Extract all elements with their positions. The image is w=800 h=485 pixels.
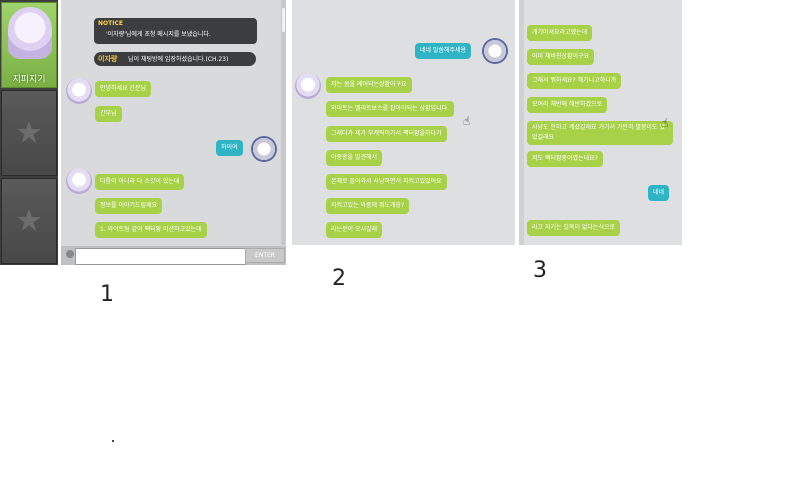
message-bubble: 저는 몸을 케어되는상황이구요 <box>326 77 412 93</box>
message-bubble: 본체로 들어와서 사냥하면서 지켜고있었어요 <box>326 174 447 190</box>
message-bubble-mine: 네네 말씀해주세용 <box>415 43 472 59</box>
message-bubble: 1. 와이트팀 같이 팩터황 미션하고있는데 <box>95 222 207 238</box>
message-bubble: 그래다가 제가 부캐릭이가서 팩터황을하다가 <box>326 126 447 142</box>
panel-label-1: 1 <box>100 282 114 307</box>
message-bubble: 안녕하세요 간분님 <box>95 81 152 97</box>
my-avatar <box>482 38 508 64</box>
enter-notification: 이자량 님이 채팅방에 입장하셨습니다.(CH.23) <box>94 52 256 66</box>
chat-window-3: 개기마셔요라고했는데 이미 채바친상황이구요 그래서 뭐하세요? 해가니고하니까… <box>519 0 682 245</box>
message-bubble: 개기마셔요라고했는데 <box>527 25 593 41</box>
message-bubble: 정보를 이야기드릴께요 <box>95 198 163 214</box>
hand-cursor-icon: ☝ <box>463 114 471 128</box>
enter-text: 님이 채팅방에 입장하셨습니다.(CH.23) <box>128 56 229 63</box>
sidebar-slot-label: 지피지기 <box>12 75 46 85</box>
panel-label-3: 3 <box>533 258 547 283</box>
message-bubble: 모여라 채반해 해반하겠으로 <box>527 97 608 113</box>
message-bubble: 이미 채바친상황이구요 <box>527 49 595 65</box>
hand-cursor-icon: ☝ <box>661 116 669 130</box>
chat-window-2: 네네 말씀해주세용 저는 몸을 케어되는상황이구요 와이트는 벨리트보스를 잡아… <box>292 0 515 245</box>
message-bubble-mine: 네네 <box>648 185 670 201</box>
notice-tag: NOTICE <box>98 20 123 27</box>
message-bubble: 라고 자기는 길목이 없다는식으로 <box>527 220 621 236</box>
notice-box: NOTICE '이자량'님에게 초청 메시지를 보냈습니다. <box>94 18 257 44</box>
stray-dot <box>112 440 114 442</box>
sidebar-slot-empty-2[interactable]: ★ <box>1 178 57 264</box>
chat-scrollbar[interactable] <box>519 0 524 245</box>
message-bubble: 라는분이 오시길래 <box>326 222 383 238</box>
star-icon: ★ <box>15 115 43 151</box>
enter-user-name: 이자량 <box>98 55 118 63</box>
message-bubble: 지켜고있는 와중에 쥐도개장? <box>326 198 410 214</box>
chat-input-bar: ENTER <box>61 246 286 265</box>
message-bubble: 와이트는 벨리트보스를 잡아야되는 상황입니다. <box>326 101 455 117</box>
sidebar-slot-empty-1[interactable]: ★ <box>1 90 57 176</box>
message-bubble-mine: 하이여 <box>216 140 243 156</box>
chat-scrollbar[interactable] <box>281 0 286 245</box>
enter-button[interactable]: ENTER <box>245 248 285 263</box>
message-bubble: 다름이 아니라 다 소갓이 있는데 <box>95 174 185 190</box>
chat-room-sidebar: 지피지기 ★ ★ <box>0 0 58 265</box>
panel-label-2: 2 <box>332 266 346 291</box>
scrollbar-thumb[interactable] <box>282 8 285 32</box>
partner-avatar <box>295 73 321 99</box>
message-bubble: 그래서 뭐하세요? 해가니고하니까 <box>527 73 622 89</box>
character-avatar <box>8 7 52 59</box>
sidebar-slot-active[interactable]: 지피지기 <box>1 2 57 88</box>
partner-avatar <box>66 168 92 194</box>
chat-input[interactable] <box>75 248 246 265</box>
chat-window-1: NOTICE '이자량'님에게 초청 메시지를 보냈습니다. 이자량 님이 채팅… <box>61 0 286 265</box>
emoticon-icon[interactable] <box>66 250 74 258</box>
my-avatar <box>251 136 277 162</box>
star-icon: ★ <box>15 203 43 239</box>
message-bubble: 이중종을 발견해서 <box>326 150 383 166</box>
message-bubble: 간부님 <box>95 106 122 122</box>
partner-avatar <box>66 78 92 104</box>
notice-text: '이자량'님에게 초청 메시지를 보냈습니다. <box>106 31 211 38</box>
message-bubble: 사냥도 안하고 계셨길래요 거기서 가만히 별붕이도 있었길래요 <box>527 121 673 145</box>
message-bubble: 저도 팩터황중이였는데요? <box>527 151 603 167</box>
